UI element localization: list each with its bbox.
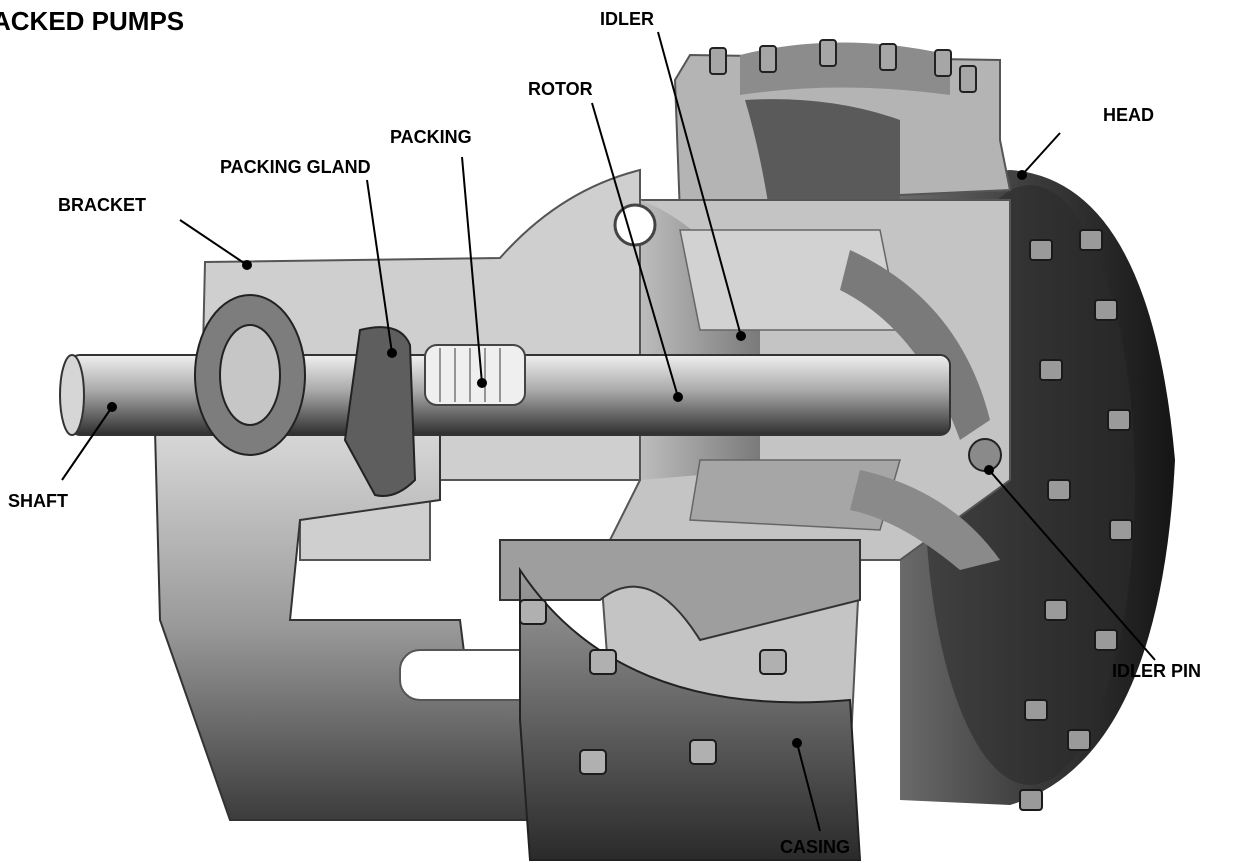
label-shaft: SHAFT — [8, 491, 68, 511]
leader-lines — [61, 31, 1156, 832]
label-packing-gland: PACKING GLAND — [220, 157, 371, 177]
label-rotor: ROTOR — [528, 79, 593, 99]
label-casing: CASING — [780, 837, 851, 857]
label-packing: PACKING — [390, 127, 472, 147]
label-idler-pin: IDLER PIN — [1112, 661, 1202, 681]
packing-part — [424, 344, 526, 406]
discharge-port — [673, 39, 1012, 216]
page-title: ACKED PUMPS — [0, 6, 185, 36]
casing-flange — [499, 539, 862, 861]
label-bracket: BRACKET — [58, 195, 146, 215]
bearing-part — [194, 294, 306, 456]
label-idler: IDLER — [600, 9, 654, 29]
packing-gland-part — [343, 326, 417, 497]
leader-dots — [107, 170, 1027, 748]
label-head: HEAD — [1103, 105, 1155, 125]
idler-pin-part — [968, 438, 1002, 472]
